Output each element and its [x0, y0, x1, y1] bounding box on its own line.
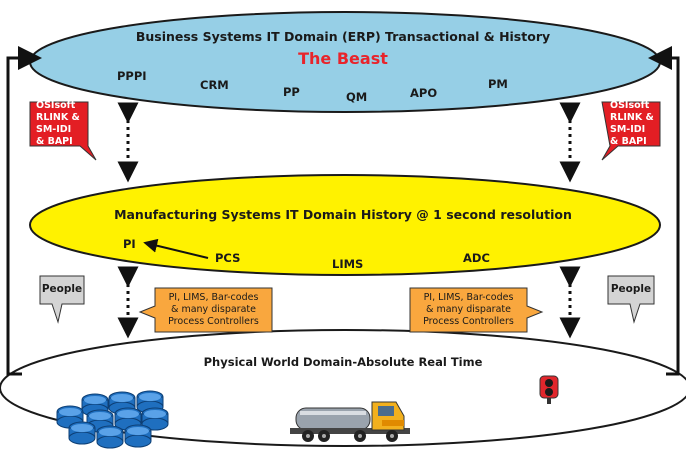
right-people-label: People [610, 283, 652, 295]
mes-title: Manufacturing Systems IT Domain History … [114, 207, 572, 222]
pi-to-pcs-arrow [143, 238, 209, 259]
mes-system-pi: PI [123, 237, 136, 251]
traffic-light-icon [539, 375, 559, 404]
left-orange-callout-text: PI, LIMS, Bar-codes & many disparate Pro… [168, 292, 259, 327]
erp-system-pppi: PPPI [117, 69, 147, 83]
erp-subtitle: The Beast [298, 49, 388, 68]
erp-title: Business Systems IT Domain (ERP) Transac… [135, 29, 551, 44]
right-bracket-arrow [648, 46, 680, 376]
erp-system-qm: QM [346, 90, 368, 104]
erp-system-apo: APO [410, 86, 438, 100]
left-bracket-arrow [6, 46, 42, 376]
right-red-callout [601, 101, 661, 161]
mes-system-lims: LIMS [332, 257, 364, 271]
right-red-callout-text: OSIsoft RLINK & SM-IDI & BAPI [610, 100, 654, 147]
left-red-callout [29, 101, 97, 161]
left-people-callout [39, 275, 85, 324]
erp-system-pp: PP [283, 85, 300, 99]
tanker-truck-icon [290, 401, 410, 442]
mes-ellipse [29, 174, 661, 276]
erp-system-pm: PM [488, 77, 508, 91]
left-red-callout-text: OSIsoft RLINK & SM-IDI & BAPI [36, 100, 80, 147]
right-orange-callout-text: PI, LIMS, Bar-codes & many disparate Pro… [423, 292, 514, 327]
right-orange-callout [409, 287, 544, 333]
left-orange-callout [138, 287, 273, 333]
physical-title: Physical World Domain-Absolute Real Time [203, 355, 483, 369]
mes-system-pcs: PCS [215, 251, 241, 265]
left-people-label: People [41, 283, 83, 295]
barrels-icon [56, 390, 169, 449]
right-people-callout [607, 275, 655, 324]
physical-ellipse [0, 329, 686, 447]
mes-system-adc: ADC [463, 251, 490, 265]
erp-system-crm: CRM [200, 78, 229, 92]
